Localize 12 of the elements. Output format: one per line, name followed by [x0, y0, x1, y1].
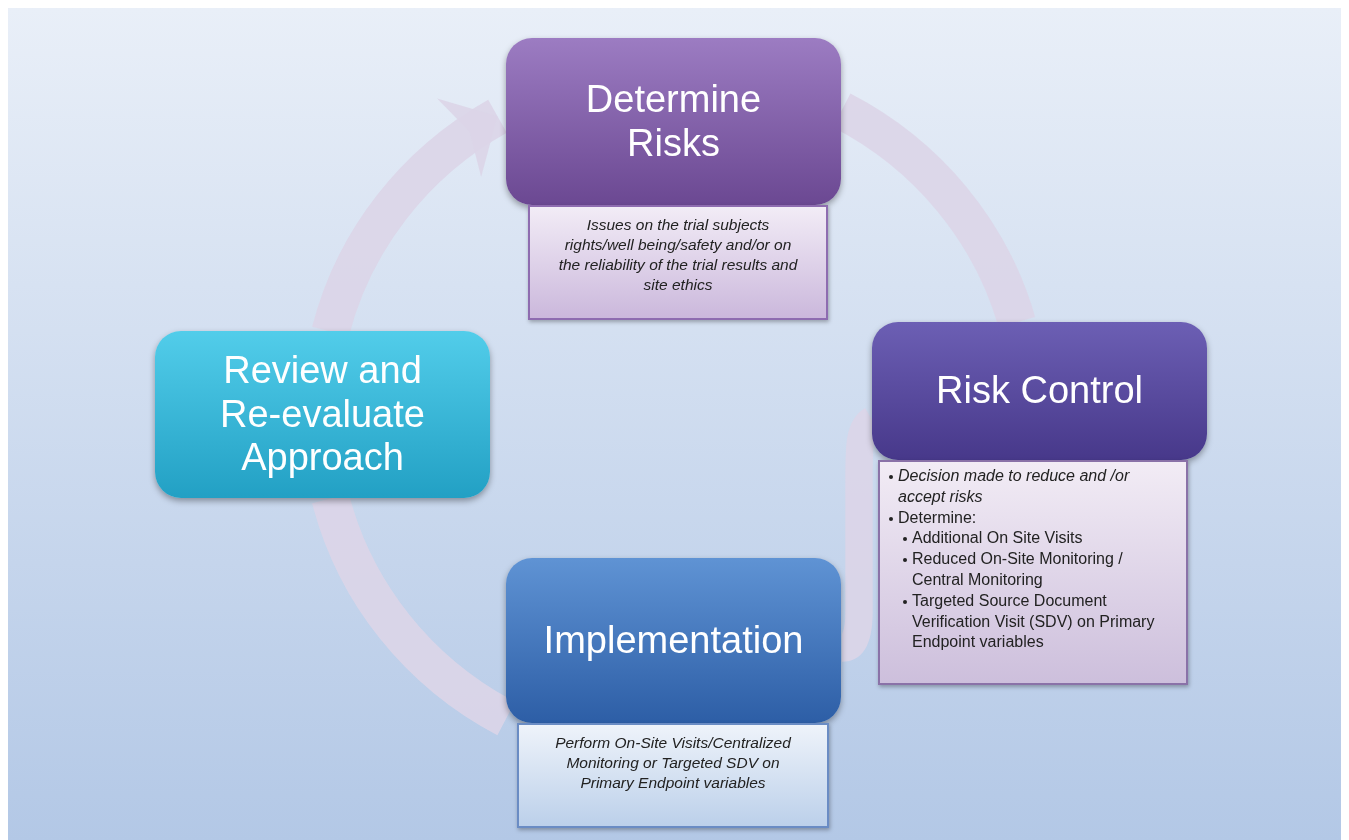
process-box: Review and Re-evaluate Approach [155, 331, 490, 498]
note-box: Perform On-Site Visits/Centralized Monitoring or Targeted SDV on Primary Endpoint variables [517, 723, 829, 828]
bullet-item: Determine: [888, 507, 1178, 529]
note-box [878, 460, 1188, 685]
process-box: Implementation [506, 558, 841, 723]
note-box: Issues on the trial subjects rights/well being/safety and/or on the reliability of the trial results and site ethics [528, 205, 828, 320]
bullet-item: Reduced On-Site Monitoring / Central Monitoring [902, 549, 1178, 591]
bullet-item: Targeted Source Document Verification Visit (SDV) on Primary Endpoint variables [902, 590, 1178, 654]
bullet-item: Decision made to reduce and /or accept risks [888, 466, 1178, 508]
bullet-item: Additional On Site Visits [902, 528, 1178, 550]
process-box: Risk Control [872, 322, 1207, 460]
process-box: Determine Risks [506, 38, 841, 205]
